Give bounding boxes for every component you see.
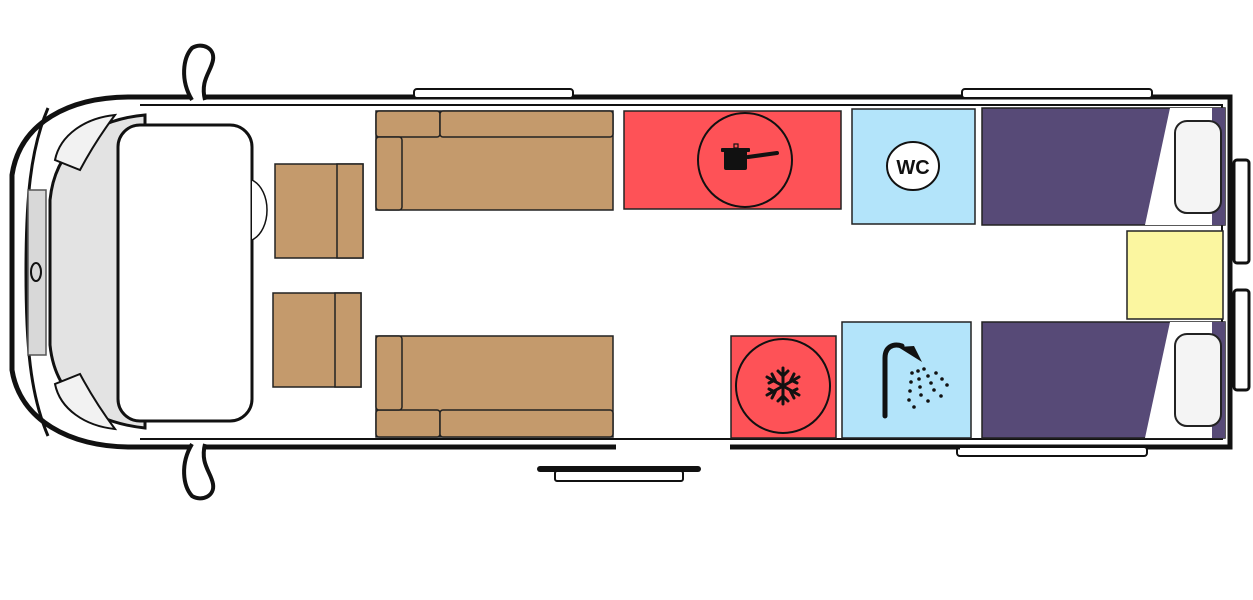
headlight-top	[53, 113, 118, 172]
window-top-rear	[961, 88, 1153, 99]
snowflake-icon	[765, 366, 801, 406]
front-badge	[30, 262, 42, 282]
window-top-front	[413, 88, 574, 99]
shower-icon	[882, 342, 949, 419]
shower-room	[841, 321, 972, 439]
saucepan-icon	[721, 143, 779, 170]
window-bottom-rear	[956, 446, 1148, 457]
kitchen-unit	[623, 110, 842, 210]
sofa-top	[375, 110, 614, 211]
left-mirror	[182, 43, 216, 102]
windshield	[116, 123, 254, 423]
cab	[24, 107, 268, 437]
hood-panel	[27, 189, 47, 356]
sliding-door	[537, 440, 732, 482]
headlight-bottom	[53, 372, 118, 431]
steering-bump	[251, 179, 268, 241]
rear-door-top	[1232, 158, 1251, 265]
bed-top	[981, 107, 1226, 226]
toilet-room: WC	[851, 108, 976, 225]
pillow-top	[1174, 120, 1222, 214]
front-bumper	[24, 107, 50, 437]
right-mirror	[182, 442, 216, 501]
cab-seat-top	[274, 163, 364, 259]
rear-door-bottom	[1232, 288, 1251, 392]
bed-bottom	[981, 321, 1226, 439]
pillow-bottom	[1174, 333, 1222, 427]
table	[1126, 230, 1224, 320]
wc-icon: WC	[896, 157, 929, 179]
cab-seat-bottom	[272, 292, 362, 388]
sofa-bottom	[375, 335, 614, 438]
fridge-unit	[730, 335, 837, 439]
